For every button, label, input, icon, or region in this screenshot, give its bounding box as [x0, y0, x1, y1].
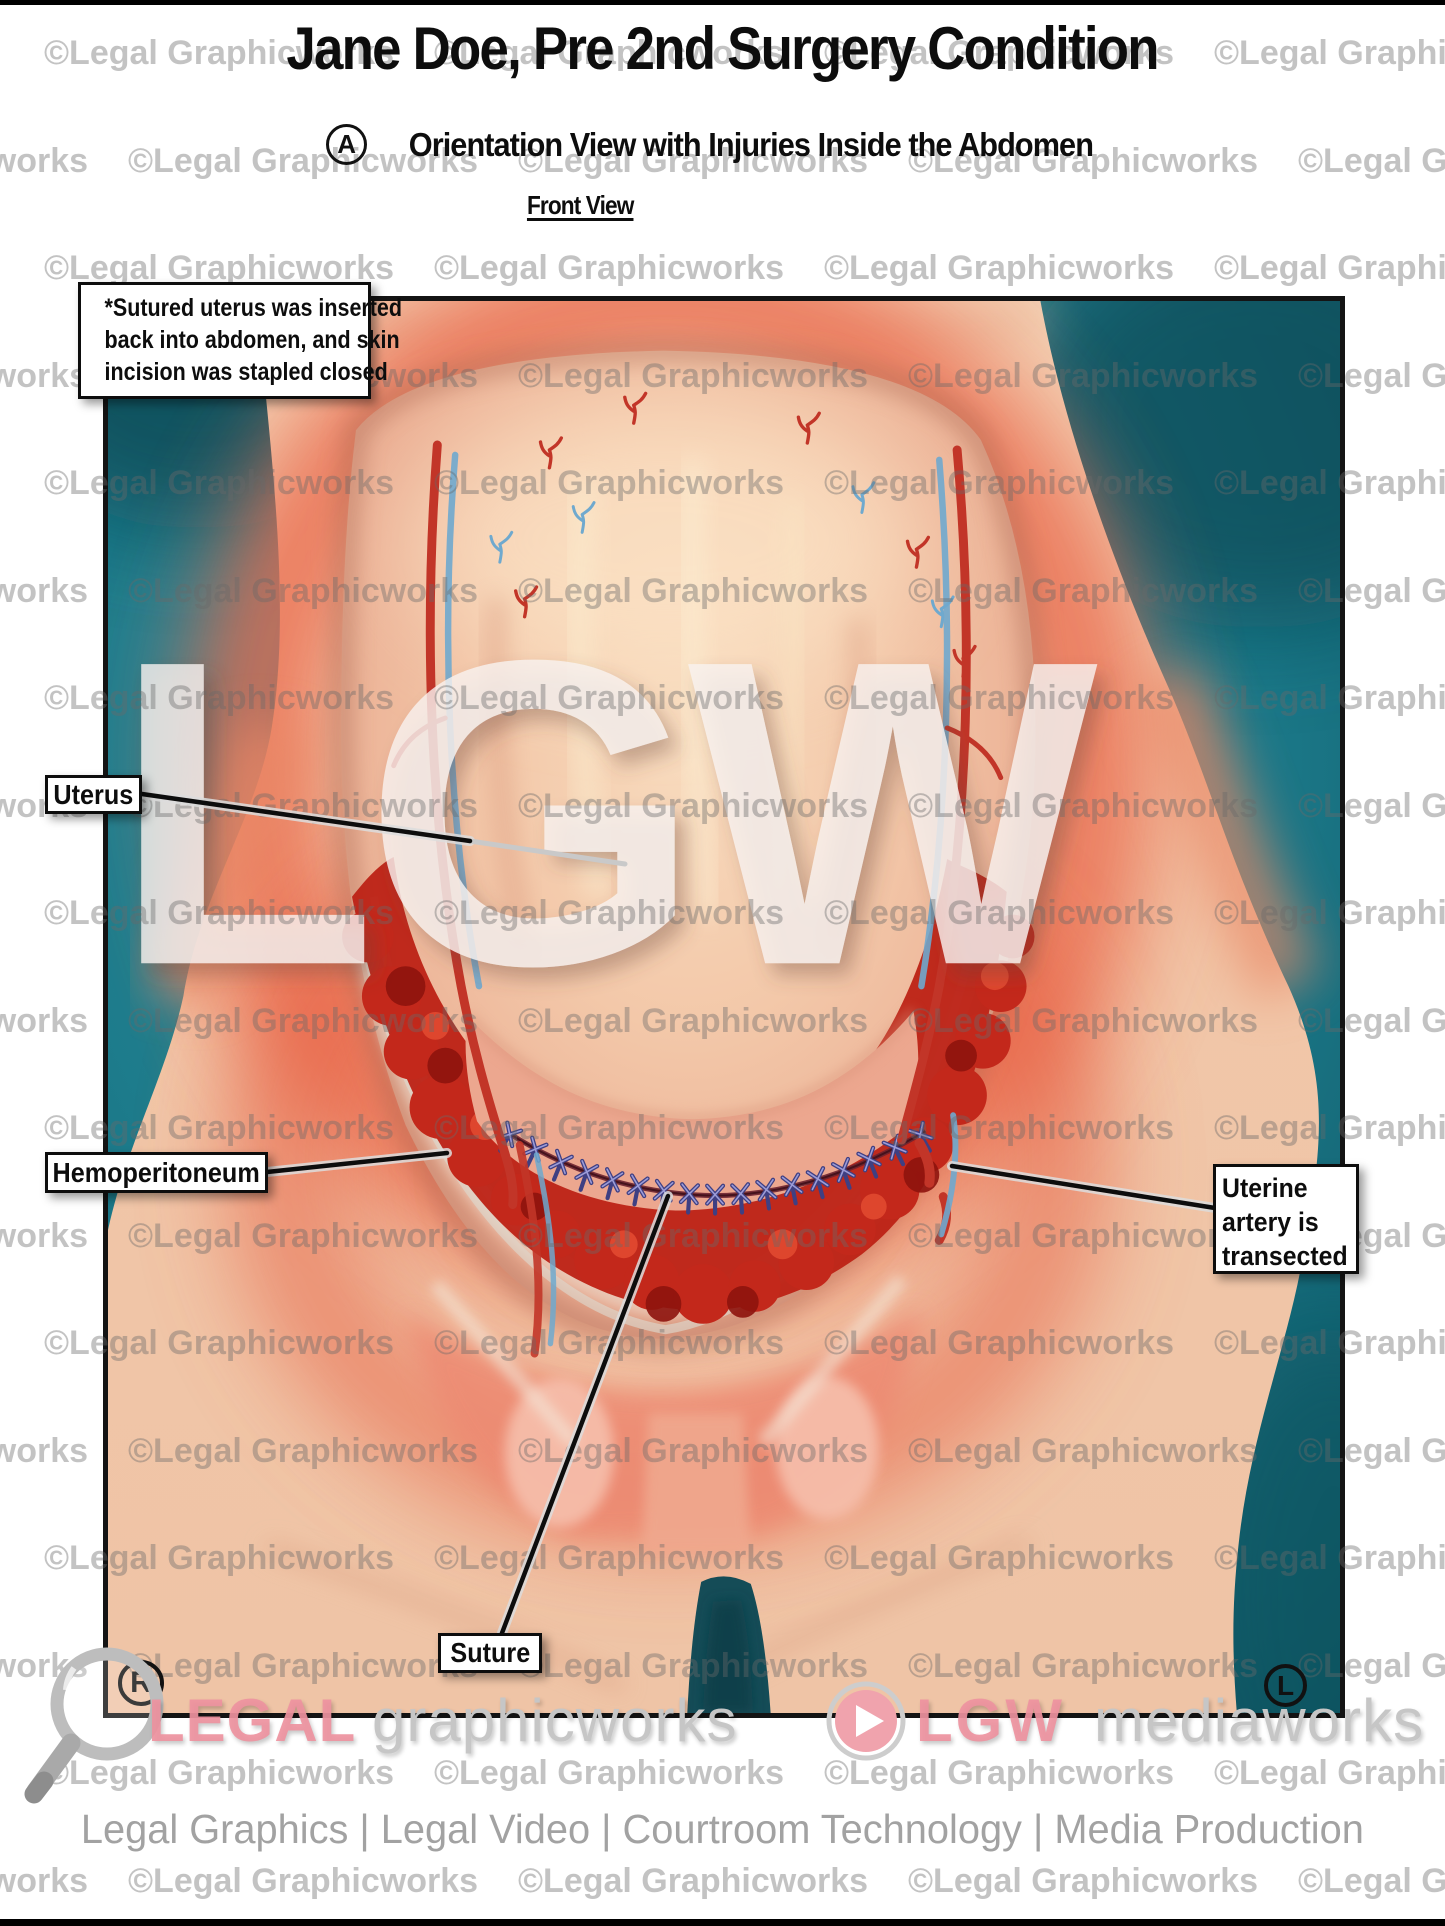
watermark-tile: ©Legal Graphicworks: [1214, 249, 1445, 287]
section-title: Orientation View with Injuries Inside th…: [408, 125, 1094, 163]
watermark-tile: ©Legal Graphicworks: [434, 249, 785, 287]
note-box: *Sutured uterus was inserted back into a…: [78, 282, 403, 399]
watermark-tile: ©Legal Graphicworks: [434, 1754, 785, 1792]
label-hemoperitoneum: Hemoperitoneum: [45, 1152, 268, 1193]
services-tagline: Legal Graphics | Legal Video | Courtroom…: [80, 1806, 1365, 1852]
page-bottom-border: [0, 1919, 1445, 1926]
watermark-tile: ©Legal Graphicworks: [0, 356, 89, 395]
uterine-suture-line: [493, 1123, 936, 1214]
orientation-marker-left: L: [1264, 1664, 1307, 1707]
watermark-tile: ©Legal Graphicworks: [0, 1001, 89, 1040]
watermark-tile: ©Legal Graphicworks: [824, 249, 1175, 287]
abdomen-illustration: LGW: [108, 301, 1340, 1713]
section-marker-a: A: [326, 124, 368, 165]
watermark-tile: ©Legal Graphicworks: [908, 1861, 1259, 1900]
label-uterine-artery: Uterine artery is transected: [1213, 1164, 1359, 1274]
watermark-tile: ©Legal Graphicworks: [0, 1861, 89, 1900]
watermark-tile: ©Legal Graphicworks: [824, 1754, 1175, 1792]
watermark-tile: ©Legal Graphicworks: [128, 1861, 479, 1900]
watermark-tile: ©Legal Graphicworks: [518, 1861, 869, 1900]
illustration-frame: LGW: [103, 296, 1345, 1718]
watermark-tile: ©Legal Graphicworks: [0, 1646, 89, 1685]
lower-uterine-segment: [463, 1007, 919, 1211]
view-label: Front View: [526, 190, 634, 220]
label-suture: Suture: [438, 1633, 542, 1673]
uterine-vessels: [391, 440, 1004, 1358]
watermark-tile: ©Legal Graphicworks: [0, 571, 89, 610]
label-uterus: Uterus: [45, 775, 142, 814]
note-line-1: *Sutured uterus was inserted: [104, 294, 403, 322]
groin-and-legs: [264, 1536, 1033, 1713]
page-title: Jane Doe, Pre 2nd Surgery Condition: [286, 15, 1160, 82]
watermark-tile: ©Legal Graphicworks: [0, 1216, 89, 1255]
watermark-tile: ©Legal Graphicworks: [1298, 1861, 1445, 1900]
watermark-tile: ©Legal Graphicworks: [1214, 1754, 1445, 1792]
orientation-marker-right: R: [118, 1660, 164, 1706]
note-line-3: incision was stapled closed: [104, 358, 388, 386]
watermark-tile: ©Legal Graphicworks: [0, 1431, 89, 1470]
note-line-2: back into abdomen, and skin: [104, 326, 400, 354]
lgw-center-watermark: LGW: [112, 570, 1102, 1056]
watermark-tile: ©Legal Graphicworks: [44, 1754, 395, 1792]
page-top-border: [0, 0, 1445, 5]
